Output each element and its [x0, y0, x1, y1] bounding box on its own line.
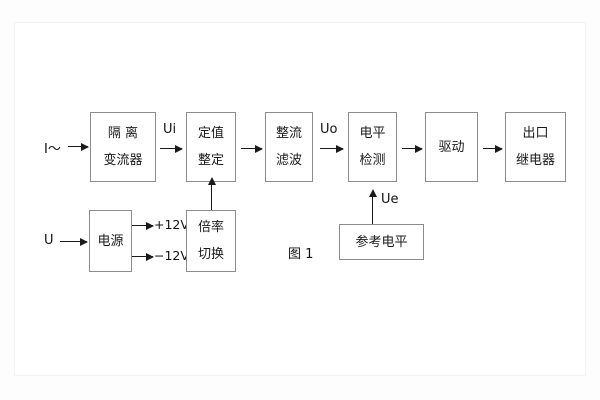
block-rectify-filter-line1: 整流 — [275, 126, 302, 141]
block-drive[interactable]: 驱动 — [425, 112, 478, 182]
block-power-supply[interactable]: 电源 — [89, 210, 132, 272]
figure-caption: 图 1 — [288, 247, 314, 262]
arrow-isolation-to-setting — [160, 144, 183, 153]
current-input-label: I～ — [44, 142, 61, 157]
block-rectify-filter-line2: 滤波 — [275, 153, 302, 168]
block-level-detect-line1: 电平 — [359, 126, 386, 141]
minus-12v-label: −12V — [154, 248, 189, 263]
block-output-relay-line1: 出口 — [522, 126, 549, 141]
ue-signal-label: Ue — [381, 192, 399, 207]
voltage-input-label: U — [44, 233, 54, 248]
block-level-detect[interactable]: 电平 检测 — [348, 112, 397, 182]
block-reference-level[interactable]: 参考电平 — [339, 224, 424, 260]
block-level-detect-line2: 检测 — [359, 153, 386, 168]
arrow-ratio-switch-to-setting — [207, 177, 216, 210]
arrow-drive-to-output-relay — [483, 144, 503, 153]
arrow-level-detect-to-drive — [402, 144, 423, 153]
arrow-power-minus12v — [132, 252, 154, 261]
arrow-rectify-to-level-detect — [320, 144, 344, 153]
plus-12v-label: +12V — [154, 217, 189, 232]
block-setting-value-line2: 整定 — [197, 153, 224, 168]
block-isolation-ct-line2: 变流器 — [103, 153, 143, 168]
ui-signal-label: Ui — [163, 122, 177, 137]
block-isolation-ct[interactable]: 隔 离 变流器 — [90, 112, 156, 182]
block-rectify-filter[interactable]: 整流 滤波 — [265, 112, 313, 182]
arrow-voltage-to-power-supply — [60, 237, 88, 246]
diagram-frame — [14, 22, 586, 376]
arrow-current-to-isolation-ct — [68, 142, 89, 151]
block-setting-value[interactable]: 定值 整定 — [186, 112, 236, 182]
uo-signal-label: Uo — [320, 122, 338, 137]
block-reference-level-line1: 参考电平 — [355, 234, 408, 250]
block-drive-line1: 驱动 — [438, 139, 465, 155]
arrow-setting-to-rectify — [241, 144, 263, 153]
arrow-reference-level-to-level-detect — [368, 189, 377, 224]
block-output-relay-line2: 继电器 — [515, 153, 555, 168]
block-power-supply-line1: 电源 — [97, 233, 124, 249]
block-ratio-switch-line1: 倍率 — [197, 220, 224, 235]
block-setting-value-line1: 定值 — [197, 126, 224, 141]
arrow-power-plus12v — [132, 221, 154, 230]
block-ratio-switch-line2: 切换 — [197, 247, 224, 262]
block-isolation-ct-line1: 隔 离 — [107, 126, 139, 141]
block-ratio-switch[interactable]: 倍率 切换 — [186, 210, 236, 272]
block-output-relay[interactable]: 出口 继电器 — [505, 112, 566, 182]
